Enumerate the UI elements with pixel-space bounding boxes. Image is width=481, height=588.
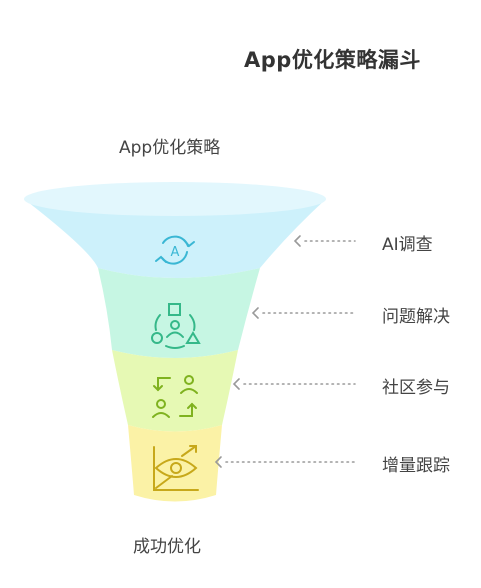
diagram-title: App优化策略漏斗 (244, 48, 421, 72)
people-exchange-icon (152, 375, 198, 418)
arrow-tracking (214, 456, 356, 468)
funnel-segment-1 (24, 182, 326, 278)
funnel-top-label: App优化策略 (119, 138, 221, 158)
svg-text:A: A (171, 245, 180, 260)
eye-chart-icon (153, 445, 199, 491)
funnel-segment-3 (112, 350, 238, 432)
stage-label-tracking: 增量跟踪 (382, 456, 450, 476)
network-people-shapes-icon (151, 303, 201, 349)
stage-label-community: 社区参与 (382, 378, 450, 398)
arrow-problem-solving (251, 307, 356, 319)
stage-label-ai-survey: AI调查 (382, 235, 433, 255)
arrow-community (232, 378, 356, 390)
ai-refresh-icon: A (155, 235, 195, 265)
arrow-ai-survey (293, 235, 356, 247)
funnel-bottom-label: 成功优化 (133, 537, 201, 557)
stage-label-problem-solving: 问题解决 (382, 307, 450, 327)
